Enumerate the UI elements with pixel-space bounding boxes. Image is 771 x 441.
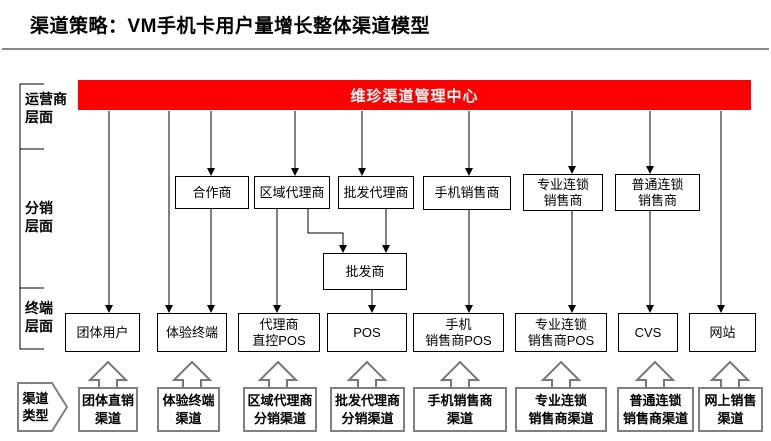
channel-type-label: 渠道 类型 [22, 391, 49, 423]
channel-box-phone-seller: 手机销售商 渠道 [413, 387, 507, 432]
box-regional-agent: 区域代理商 [254, 176, 330, 209]
box-website: 网站 [689, 313, 756, 352]
box-experience-terminal: 体验终端 [157, 313, 227, 352]
box-group-user: 团体用户 [65, 313, 140, 352]
box-wholesaler: 批发商 [323, 253, 407, 290]
box-general-chain: 普通连锁 销售商 [615, 174, 700, 211]
box-phone-seller-pos: 手机 销售商POS [413, 313, 504, 352]
box-agent-controlled-pos: 代理商 直控POS [238, 313, 320, 352]
channel-management-center-banner: 维珍渠道管理中心 [78, 80, 751, 110]
layer-label-operator: 运营商 层面 [25, 91, 67, 125]
page-title: 渠道策略：VM手机卡用户量增长整体渠道模型 [30, 16, 431, 37]
box-professional-chain-pos: 专业连锁 销售商POS [515, 313, 607, 352]
arrow-up-block-icon [87, 360, 751, 389]
channel-box-wholesale-agent: 批发代理商 分销渠道 [330, 387, 405, 432]
box-pos: POS [327, 313, 407, 352]
layer-label-distribution: 分销 层面 [25, 200, 53, 234]
box-professional-chain: 专业连锁 销售商 [523, 174, 603, 211]
channel-box-online-sales: 网上销售 渠道 [698, 387, 763, 432]
channel-box-regional-agent: 区域代理商 分销渠道 [243, 387, 317, 432]
box-partner: 合作商 [175, 176, 249, 209]
box-phone-seller: 手机销售商 [423, 176, 511, 210]
box-wholesale-agent: 批发代理商 [338, 176, 414, 209]
box-cvs: CVS [618, 313, 678, 352]
channel-box-professional-chain: 专业连锁 销售商渠道 [515, 387, 607, 432]
layer-label-terminal: 终端 层面 [25, 300, 53, 334]
title-divider [2, 48, 769, 50]
channel-box-group-direct: 团体直销 渠道 [78, 387, 138, 432]
channel-box-experience: 体验终端 渠道 [157, 387, 220, 432]
channel-box-general-chain: 普通连锁 销售商渠道 [617, 387, 694, 432]
